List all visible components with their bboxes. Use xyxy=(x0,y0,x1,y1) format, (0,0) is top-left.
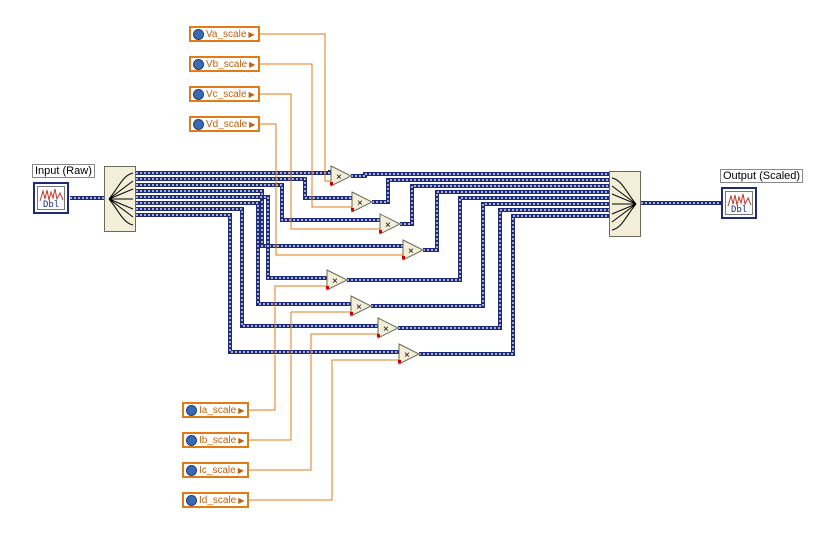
wire-scale-i3 xyxy=(247,333,378,471)
coercion-dot xyxy=(377,334,380,337)
wire-scaled-6-pattern xyxy=(371,203,609,307)
multiply-node-7[interactable]: × xyxy=(377,317,400,339)
globe-icon xyxy=(186,464,197,476)
wire-channel-5-pattern xyxy=(136,196,327,279)
wire-channel-1-pattern xyxy=(136,171,331,174)
output-arrow-icon: ▶ xyxy=(238,435,245,445)
build-array-node[interactable] xyxy=(609,171,641,237)
coercion-dot xyxy=(326,286,329,289)
multiply-node-1[interactable]: × xyxy=(330,165,353,187)
globe-icon xyxy=(193,88,204,100)
id-scale-control[interactable]: Id_scale▶ xyxy=(182,492,250,508)
wire-scaled-1-pattern xyxy=(351,173,609,177)
multiply-symbol: × xyxy=(404,350,410,361)
waveform-icon xyxy=(37,186,65,210)
wire-channel-4-pattern xyxy=(136,190,403,247)
multiply-node-2[interactable]: × xyxy=(351,191,374,213)
coercion-dot xyxy=(402,256,405,259)
output-arrow-icon: ▶ xyxy=(248,89,255,99)
va-scale-control[interactable]: Va_scale▶ xyxy=(189,26,260,42)
multiply-symbol: × xyxy=(336,172,342,183)
wire-scale-v3 xyxy=(258,93,380,230)
output-arrow-icon: ▶ xyxy=(238,405,245,415)
build-array-icon xyxy=(611,177,637,231)
multiply-symbol: × xyxy=(356,302,362,313)
ic-scale-control[interactable]: Ic_scale▶ xyxy=(182,462,249,478)
vc-scale-control[interactable]: Vc_scale▶ xyxy=(189,86,260,102)
id-scale-label: Id_scale xyxy=(199,494,237,506)
multiply-symbol: × xyxy=(383,324,389,335)
output-arrow-icon: ▶ xyxy=(237,465,244,475)
ia-scale-label: Ia_scale xyxy=(199,404,237,416)
multiply-node-4[interactable]: × xyxy=(402,239,425,261)
wire-scaled-3-pattern xyxy=(400,185,609,225)
coercion-dot xyxy=(350,312,353,315)
multiply-node-8[interactable]: × xyxy=(398,343,421,365)
wire-channel-3-pattern xyxy=(136,184,380,221)
multiply-symbol: × xyxy=(357,198,363,209)
globe-icon xyxy=(186,494,197,506)
multiply-symbol: × xyxy=(385,220,391,231)
vb-scale-control[interactable]: Vb_scale▶ xyxy=(189,56,261,72)
coercion-dot xyxy=(398,360,401,363)
dbl-type-icon: Dbl xyxy=(43,200,60,210)
ic-scale-label: Ic_scale xyxy=(199,464,236,476)
wire-scale-v2 xyxy=(258,63,352,208)
coercion-dot xyxy=(351,208,354,211)
coercion-dot xyxy=(330,182,333,185)
wire-scaled-4-pattern xyxy=(423,191,609,251)
wire-scaled-5-pattern xyxy=(347,197,609,281)
ib-scale-control[interactable]: Ib_scale▶ xyxy=(182,432,250,448)
globe-icon xyxy=(186,404,197,416)
wire-scale-v4 xyxy=(258,123,403,256)
wire-scaled-2-pattern xyxy=(372,179,609,203)
wire-scaled-8-pattern xyxy=(419,215,609,355)
wire-scaled-7 xyxy=(398,208,609,330)
ib-scale-label: Ib_scale xyxy=(199,434,237,446)
multiply-symbol: × xyxy=(408,246,414,257)
wire-scale-i4 xyxy=(247,359,399,501)
wire-scaled-8 xyxy=(419,214,609,356)
wire-channel-8 xyxy=(136,213,399,354)
output-terminal-label: Output (Scaled) xyxy=(720,169,804,183)
multiply-node-6[interactable]: × xyxy=(350,295,373,317)
multiply-symbol: × xyxy=(332,276,338,287)
multiply-node-5[interactable]: × xyxy=(326,269,349,291)
vc-scale-label: Vc_scale xyxy=(206,88,247,100)
output-arrow-icon: ▶ xyxy=(248,29,255,39)
coercion-dot xyxy=(379,230,382,233)
wire-scaled-4 xyxy=(423,190,609,252)
wire-scale-v1 xyxy=(258,33,331,182)
dbl-type-icon: Dbl xyxy=(731,205,748,215)
vd-scale-label: Vd_scale xyxy=(206,118,248,130)
vb-scale-label: Vb_scale xyxy=(206,58,248,70)
index-array-icon xyxy=(108,172,134,226)
output-arrow-icon: ▶ xyxy=(238,495,245,505)
globe-icon xyxy=(193,28,204,40)
wire-channel-6-pattern xyxy=(136,202,351,305)
wire-scaled-7-pattern xyxy=(398,209,609,329)
ia-scale-control[interactable]: Ia_scale▶ xyxy=(182,402,250,418)
globe-icon xyxy=(193,58,204,70)
wire-channel-7-pattern xyxy=(136,208,378,327)
wire-channel-2-pattern xyxy=(136,178,352,199)
output-waveform-terminal[interactable]: Dbl xyxy=(721,187,757,219)
waveform-icon xyxy=(725,191,753,215)
wire-scale-i2 xyxy=(247,311,351,441)
output-arrow-icon: ▶ xyxy=(249,59,256,69)
input-terminal-label: Input (Raw) xyxy=(32,164,95,178)
globe-icon xyxy=(193,118,204,130)
globe-icon xyxy=(186,434,197,446)
input-waveform-terminal[interactable]: Dbl xyxy=(33,182,69,214)
multiply-node-3[interactable]: × xyxy=(379,213,402,235)
output-arrow-icon: ▶ xyxy=(249,119,256,129)
wire-scale-i1 xyxy=(247,285,327,411)
vd-scale-control[interactable]: Vd_scale▶ xyxy=(189,116,261,132)
index-array-node[interactable] xyxy=(104,166,136,232)
va-scale-label: Va_scale xyxy=(206,28,247,40)
